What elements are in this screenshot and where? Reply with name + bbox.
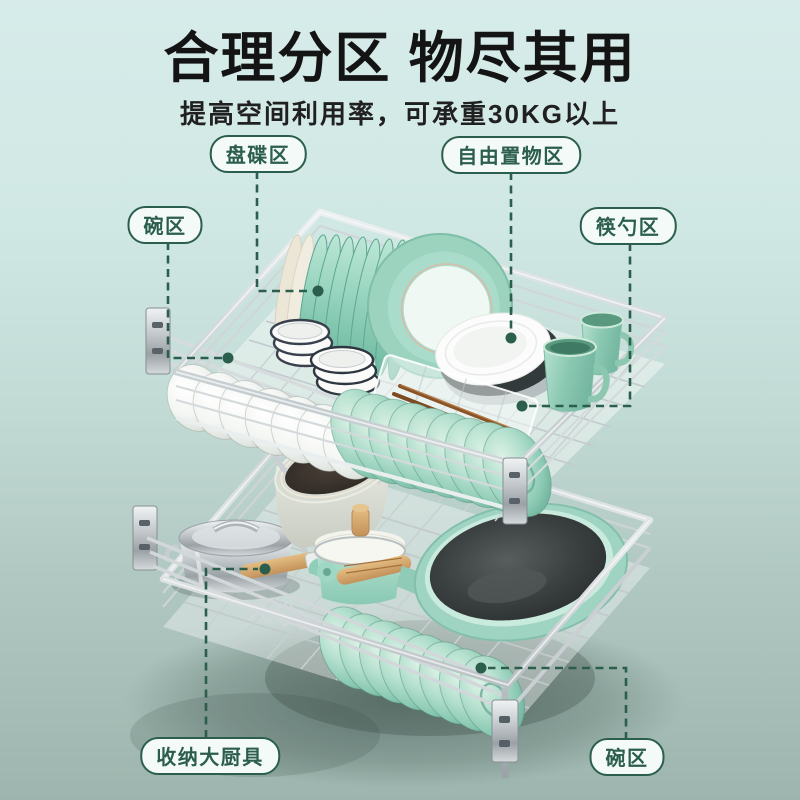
green-mugs bbox=[543, 311, 635, 412]
wok-pan bbox=[336, 502, 629, 642]
lower-left-bracket bbox=[132, 505, 158, 571]
header: 合理分区 物尽其用 提高空间利用率，可承重30KG以上 bbox=[0, 27, 800, 131]
flat-plates bbox=[435, 312, 569, 405]
mug-front bbox=[543, 337, 610, 412]
label-big-utensil-zone: 收纳大厨具 bbox=[140, 737, 280, 775]
lower-basket-front bbox=[146, 516, 654, 778]
page-title: 合理分区 物尽其用 bbox=[163, 27, 637, 89]
label-free-storage-zone: 自由置物区 bbox=[441, 136, 581, 174]
upper-right-bracket bbox=[502, 457, 528, 525]
upper-left-bracket bbox=[145, 307, 171, 375]
label-chopstick-spoon-zone: 筷勺区 bbox=[579, 207, 677, 245]
label-bowl-zone-top: 碗区 bbox=[127, 206, 203, 244]
label-bowl-zone-bottom: 碗区 bbox=[589, 738, 665, 776]
label-plate-zone: 盘碟区 bbox=[209, 135, 307, 173]
page-subtitle: 提高空间利用率，可承重30KG以上 bbox=[180, 98, 620, 129]
callout-lines bbox=[166, 171, 632, 740]
lower-front-bracket bbox=[491, 699, 519, 763]
